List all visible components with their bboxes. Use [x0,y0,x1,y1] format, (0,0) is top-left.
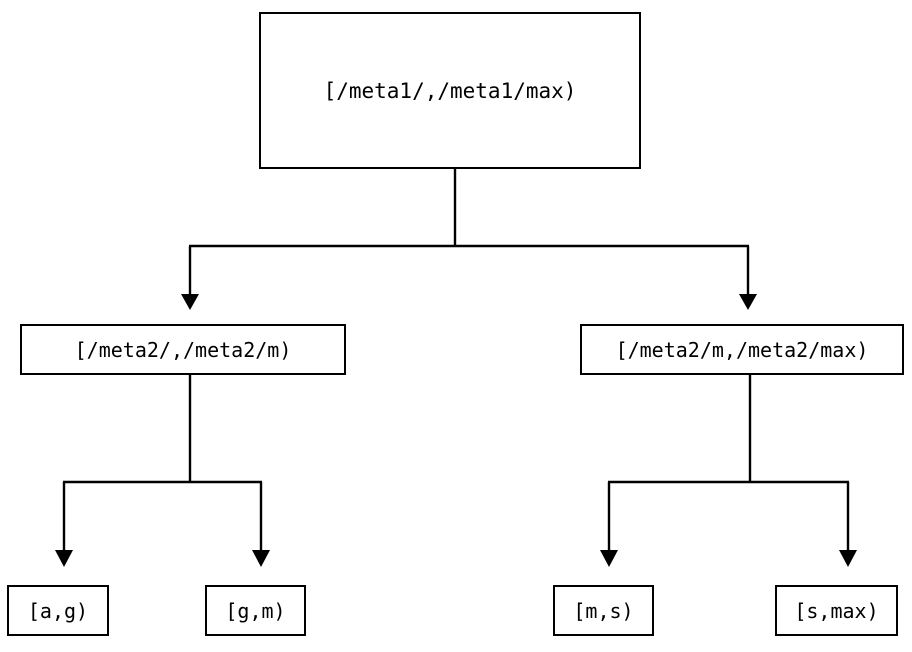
node-level2-left[interactable]: [/meta2/,/meta2/m) [20,324,346,375]
arrowhead-to-leaf-gm [252,550,270,567]
arrowhead-to-leaf-ag [55,550,73,567]
node-root[interactable]: [/meta1/,/meta1/max) [259,12,641,169]
arrowhead-to-leaf-ms [600,550,618,567]
arrowhead-to-leaf-smax [839,550,857,567]
node-leaf-a-g[interactable]: [a,g) [7,585,109,636]
node-leaf-m-s[interactable]: [m,s) [553,585,654,636]
arrowhead-root-to-left [181,294,199,310]
edge-left-branch-to-leaves [55,375,270,567]
edge-root-to-level2 [181,169,757,310]
node-level2-right[interactable]: [/meta2/m,/meta2/max) [580,324,904,375]
node-leaf-s-max[interactable]: [s,max) [775,585,898,636]
edge-right-branch-to-leaves [600,375,857,567]
arrowhead-root-to-right [739,294,757,310]
node-leaf-g-m[interactable]: [g,m) [205,585,306,636]
